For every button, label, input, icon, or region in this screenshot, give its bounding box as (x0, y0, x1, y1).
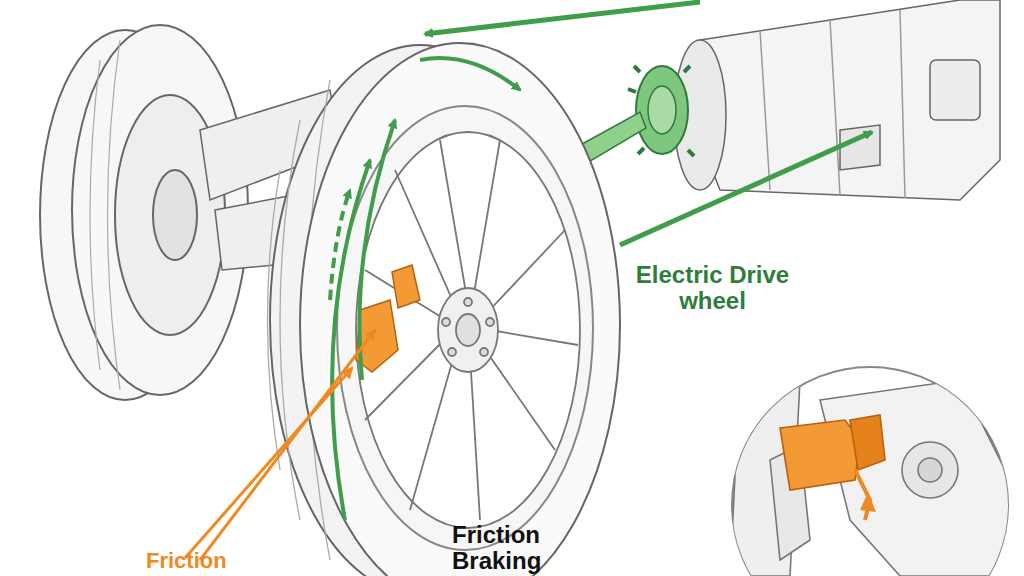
direction-arrow (620, 132, 872, 245)
direction-arrow (425, 2, 700, 34)
leader-line (185, 330, 375, 560)
part-label: Electric Drive wheel (630, 262, 795, 314)
inset-detail (730, 367, 1010, 576)
rotation-arrow (330, 58, 520, 520)
front-tire (268, 43, 621, 576)
brake-caliper (356, 265, 420, 372)
electric-motor (674, 0, 1000, 200)
wheel-rim (356, 132, 580, 528)
callout-label: Friction (146, 548, 256, 574)
callout-label: Friction Braking (452, 522, 582, 574)
